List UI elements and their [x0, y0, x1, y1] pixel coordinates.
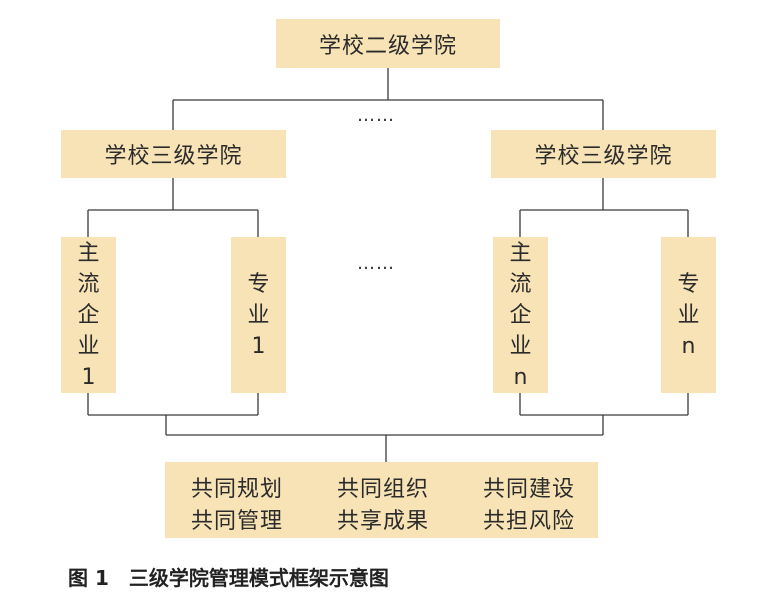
left-enterprise-char: 业 — [77, 333, 100, 359]
shared-item: 共同规划 — [191, 477, 284, 502]
level2-ellipsis: …… — [357, 105, 395, 126]
top-node-secondary-college: 学校二级学院 — [276, 19, 500, 68]
right-enterprise-char: n — [513, 364, 528, 390]
left-enterprise-char: 主 — [77, 240, 100, 266]
right-major-char: 业 — [677, 302, 700, 328]
left-college-label: 学校三级学院 — [104, 144, 243, 169]
shared-item: 共担风险 — [483, 509, 576, 534]
left-enterprise-char: 流 — [77, 271, 100, 297]
figure-caption: 图 1 三级学院管理模式框架示意图 — [68, 566, 389, 590]
left-major-char: 业 — [247, 302, 270, 328]
right-tertiary-college: 学校三级学院 — [491, 130, 716, 178]
left-enterprise-char: 1 — [81, 364, 96, 390]
shared-item: 共享成果 — [337, 509, 430, 534]
shared-item: 共同组织 — [337, 477, 430, 502]
right-major-char: n — [681, 333, 696, 359]
shared-responsibilities-box: 共同规划 共同组织 共同建设 共同管理 共享成果 共担风险 — [165, 462, 598, 538]
left-enterprise-char: 企 — [77, 302, 100, 328]
left-enterprise-node: 主 流 企 业 1 — [61, 237, 116, 393]
right-enterprise-char: 企 — [509, 302, 532, 328]
right-enterprise-node: 主 流 企 业 n — [493, 237, 548, 393]
left-major-node: 专 业 1 — [231, 237, 286, 393]
shared-item: 共同管理 — [191, 509, 284, 534]
left-major-char: 专 — [247, 271, 270, 297]
shared-item: 共同建设 — [483, 477, 576, 502]
right-enterprise-char: 主 — [509, 240, 532, 266]
right-major-char: 专 — [677, 271, 700, 297]
right-enterprise-char: 流 — [509, 271, 532, 297]
left-major-char: 1 — [251, 333, 266, 359]
level3-ellipsis: …… — [357, 253, 395, 274]
right-enterprise-char: 业 — [509, 333, 532, 359]
right-major-node: 专 业 n — [661, 237, 716, 393]
right-college-label: 学校三级学院 — [534, 144, 673, 169]
left-tertiary-college: 学校三级学院 — [61, 130, 286, 178]
top-node-label: 学校二级学院 — [318, 33, 457, 59]
